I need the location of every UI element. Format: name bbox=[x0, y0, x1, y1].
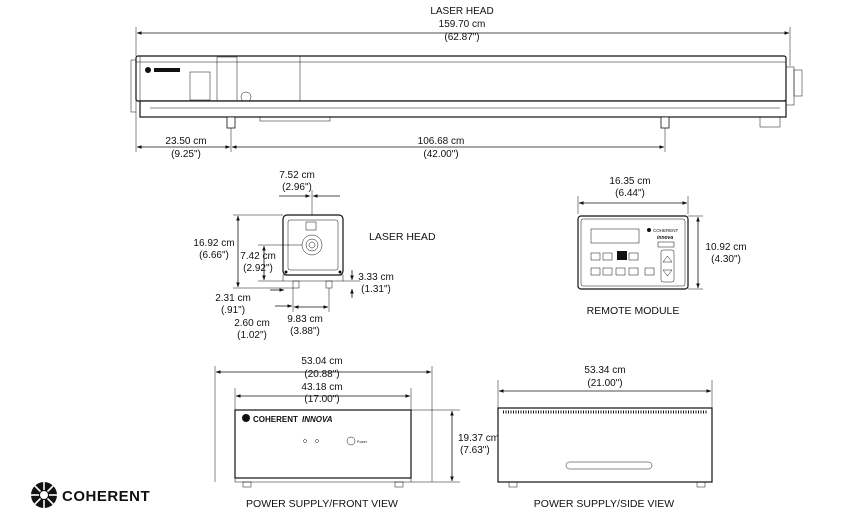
left-dim-cm: 23.50 cm bbox=[165, 136, 206, 147]
coherent-starburst-icon bbox=[31, 482, 57, 508]
ps-brand: COHERENT bbox=[253, 415, 298, 424]
up-arrow-icon bbox=[662, 255, 673, 263]
logo-mark-icon bbox=[145, 67, 151, 73]
base-rail bbox=[139, 100, 787, 118]
laser-head-end-view: 7.52 cm (2.96") LASER HEAD 16.92 cm (6.6… bbox=[193, 170, 436, 341]
ps-front-inner-cm: 43.18 cm bbox=[301, 382, 342, 393]
ps-side-width-cm: 53.34 cm bbox=[584, 365, 625, 376]
remote-height-cm: 10.92 cm bbox=[705, 242, 746, 253]
end-width-in: (2.96") bbox=[282, 182, 312, 193]
laser-head-body bbox=[135, 55, 787, 102]
foot-right bbox=[660, 116, 670, 129]
remote-indicator bbox=[657, 241, 675, 248]
front-output bbox=[793, 69, 803, 97]
overall-length-cm: 159.70 cm bbox=[439, 19, 486, 30]
remote-button bbox=[628, 252, 639, 261]
end-foot-right bbox=[325, 280, 333, 289]
remote-button bbox=[628, 267, 639, 276]
left-dim-in: (9.25") bbox=[171, 149, 201, 160]
logo-text-block bbox=[154, 68, 180, 72]
remote-module-title: REMOTE MODULE bbox=[587, 305, 680, 317]
foot-left bbox=[226, 116, 236, 129]
ps-foot bbox=[394, 481, 404, 488]
coherent-logo: COHERENT bbox=[31, 482, 150, 508]
remote-width-cm: 16.35 cm bbox=[609, 176, 650, 187]
remote-arrow-pad bbox=[660, 249, 675, 283]
base-tab bbox=[259, 116, 331, 122]
laser-head-side-view: LASER HEAD 159.70 cm (62.87") bbox=[130, 6, 803, 160]
ps-power-switch bbox=[346, 436, 356, 446]
ps-foot bbox=[242, 481, 252, 488]
ps-front-inner-in: (17.00") bbox=[304, 394, 339, 405]
remote-button bbox=[644, 267, 655, 276]
down-arrow-icon bbox=[662, 269, 673, 277]
remote-module-view: 16.35 cm (6.44") COHERENT innova 10.92 c… bbox=[577, 176, 747, 317]
ps-indicator bbox=[315, 439, 319, 443]
remote-width-in: (6.44") bbox=[615, 188, 645, 199]
beam-height-in: (2.92") bbox=[243, 263, 273, 274]
remote-product: innova bbox=[657, 235, 673, 241]
ps-height-cm: 19.37 cm bbox=[458, 433, 499, 444]
ps-side-width-in: (21.00") bbox=[587, 378, 622, 389]
ps-front-title: POWER SUPPLY/FRONT VIEW bbox=[246, 498, 398, 510]
feet-spacing-cm: 9.83 cm bbox=[287, 314, 323, 325]
ps-height-in: (7.63") bbox=[460, 445, 490, 456]
ps-product: INNOVA bbox=[302, 415, 333, 424]
remote-button bbox=[602, 252, 613, 261]
remote-button bbox=[602, 267, 613, 276]
front-bezel bbox=[785, 66, 795, 106]
overall-length-in: (62.87") bbox=[444, 32, 479, 43]
ps-front-width-cm: 53.04 cm bbox=[301, 356, 342, 367]
feet-spacing-in: (3.88") bbox=[290, 326, 320, 337]
ps-foot bbox=[696, 481, 706, 488]
ps-front-panel bbox=[234, 409, 412, 479]
foot-height-cm: 3.33 cm bbox=[358, 272, 394, 283]
power-supply-side-view: 53.34 cm (21.00") POWER SUPPLY/SIDE VIEW bbox=[497, 365, 713, 510]
side-panel bbox=[189, 71, 211, 101]
base-tab-right bbox=[759, 116, 781, 128]
ps-power-label: Power bbox=[357, 440, 368, 444]
mid-dim-in: (42.00") bbox=[423, 149, 458, 160]
foot-height-in: (1.31") bbox=[361, 284, 391, 295]
end-height-cm: 16.92 cm bbox=[193, 238, 234, 249]
coherent-logo-text: COHERENT bbox=[62, 488, 150, 505]
ps-indicator bbox=[303, 439, 307, 443]
remote-button-selected bbox=[617, 251, 627, 260]
mid-dim-cm: 106.68 cm bbox=[418, 136, 465, 147]
ps-side-title: POWER SUPPLY/SIDE VIEW bbox=[534, 498, 675, 510]
remote-button bbox=[615, 267, 626, 276]
offset-cm: 2.60 cm bbox=[234, 318, 270, 329]
ps-logo-icon bbox=[242, 414, 250, 422]
remote-brand: COHERENT bbox=[653, 228, 679, 233]
ps-front-width-in: (20.88") bbox=[304, 369, 339, 380]
remote-height-in: (4.30") bbox=[711, 254, 741, 265]
ps-side-panel bbox=[497, 407, 713, 483]
end-foot-left bbox=[292, 280, 300, 289]
end-height-in: (6.66") bbox=[199, 250, 229, 261]
base-cm: 2.31 cm bbox=[215, 293, 251, 304]
remote-button bbox=[590, 252, 601, 261]
ps-side-handle bbox=[565, 461, 653, 470]
end-width-cm: 7.52 cm bbox=[279, 170, 315, 181]
end-view-title: LASER HEAD bbox=[369, 231, 436, 243]
ps-foot bbox=[508, 481, 518, 488]
offset-in: (1.02") bbox=[237, 330, 267, 341]
remote-housing bbox=[577, 215, 689, 290]
remote-button bbox=[590, 267, 601, 276]
base-in: (.91") bbox=[221, 305, 245, 316]
top-port bbox=[305, 221, 317, 231]
power-supply-front-view: 53.04 cm (20.88") 43.18 cm (17.00") COHE… bbox=[214, 356, 499, 510]
beam-aperture-inner bbox=[305, 238, 319, 252]
rear-cap bbox=[130, 59, 137, 113]
beam-height-cm: 7.42 cm bbox=[240, 251, 276, 262]
laser-head-title: LASER HEAD bbox=[430, 6, 493, 17]
remote-display bbox=[590, 228, 640, 244]
